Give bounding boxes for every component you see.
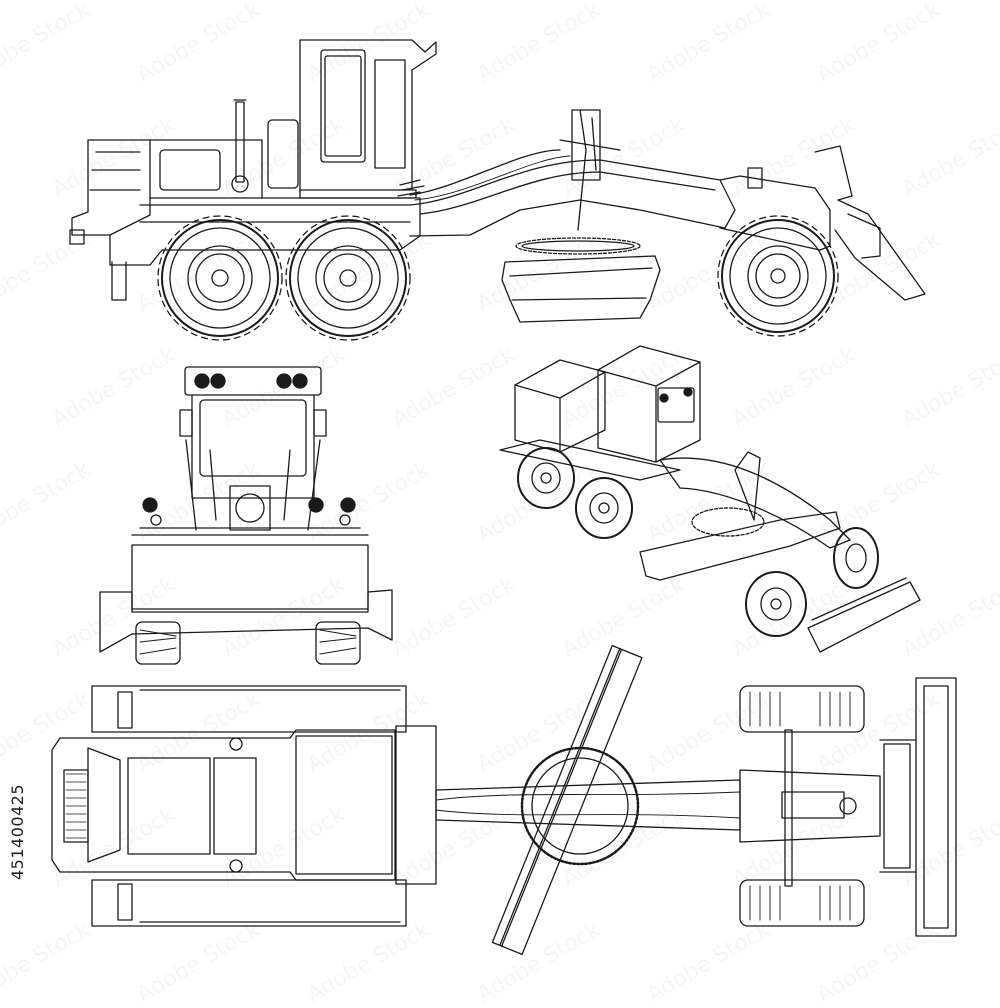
front-dozer-blade (815, 146, 925, 300)
light-bar (185, 367, 321, 395)
front-tire-bottom (740, 880, 864, 926)
rear-wheel-2 (286, 216, 410, 340)
iso-front-wheel-1 (746, 572, 806, 636)
rear-fender-bottom (92, 880, 406, 926)
iso-dozer-blade (808, 582, 920, 652)
rear-wheel-1 (158, 216, 282, 340)
rear-body (52, 730, 395, 880)
iso-moldboard (640, 512, 840, 580)
side-view (70, 40, 925, 340)
dozer-blade-top (916, 678, 956, 936)
front-axle (785, 730, 792, 886)
iso-engine (515, 360, 605, 452)
iso-rear-wheel-2 (576, 478, 632, 538)
front-right-tire (316, 622, 360, 664)
moldboard-blade (502, 256, 660, 322)
front-blade-face (132, 545, 368, 609)
front-tire-top (740, 686, 864, 732)
cab (300, 40, 436, 192)
iso-rear-wheel-1 (518, 448, 574, 508)
cab-front (192, 395, 314, 498)
front-wheel (718, 216, 838, 336)
exhaust-pipe (234, 100, 246, 182)
moldboard-top (492, 646, 642, 955)
cab-roof-top (296, 736, 392, 874)
front-left-tire (136, 622, 180, 664)
top-view (52, 646, 956, 955)
iso-front-wheel-2 (834, 528, 878, 588)
front-view (100, 367, 392, 664)
moldboard-front (100, 590, 392, 652)
turntable-circle (516, 238, 640, 254)
stock-id-label: 451400425 (8, 783, 27, 880)
rear-fender-top (92, 686, 406, 732)
perspective-view (500, 346, 920, 652)
iso-cab (598, 346, 700, 462)
engine-hood (72, 140, 150, 235)
main-frame (410, 160, 735, 236)
